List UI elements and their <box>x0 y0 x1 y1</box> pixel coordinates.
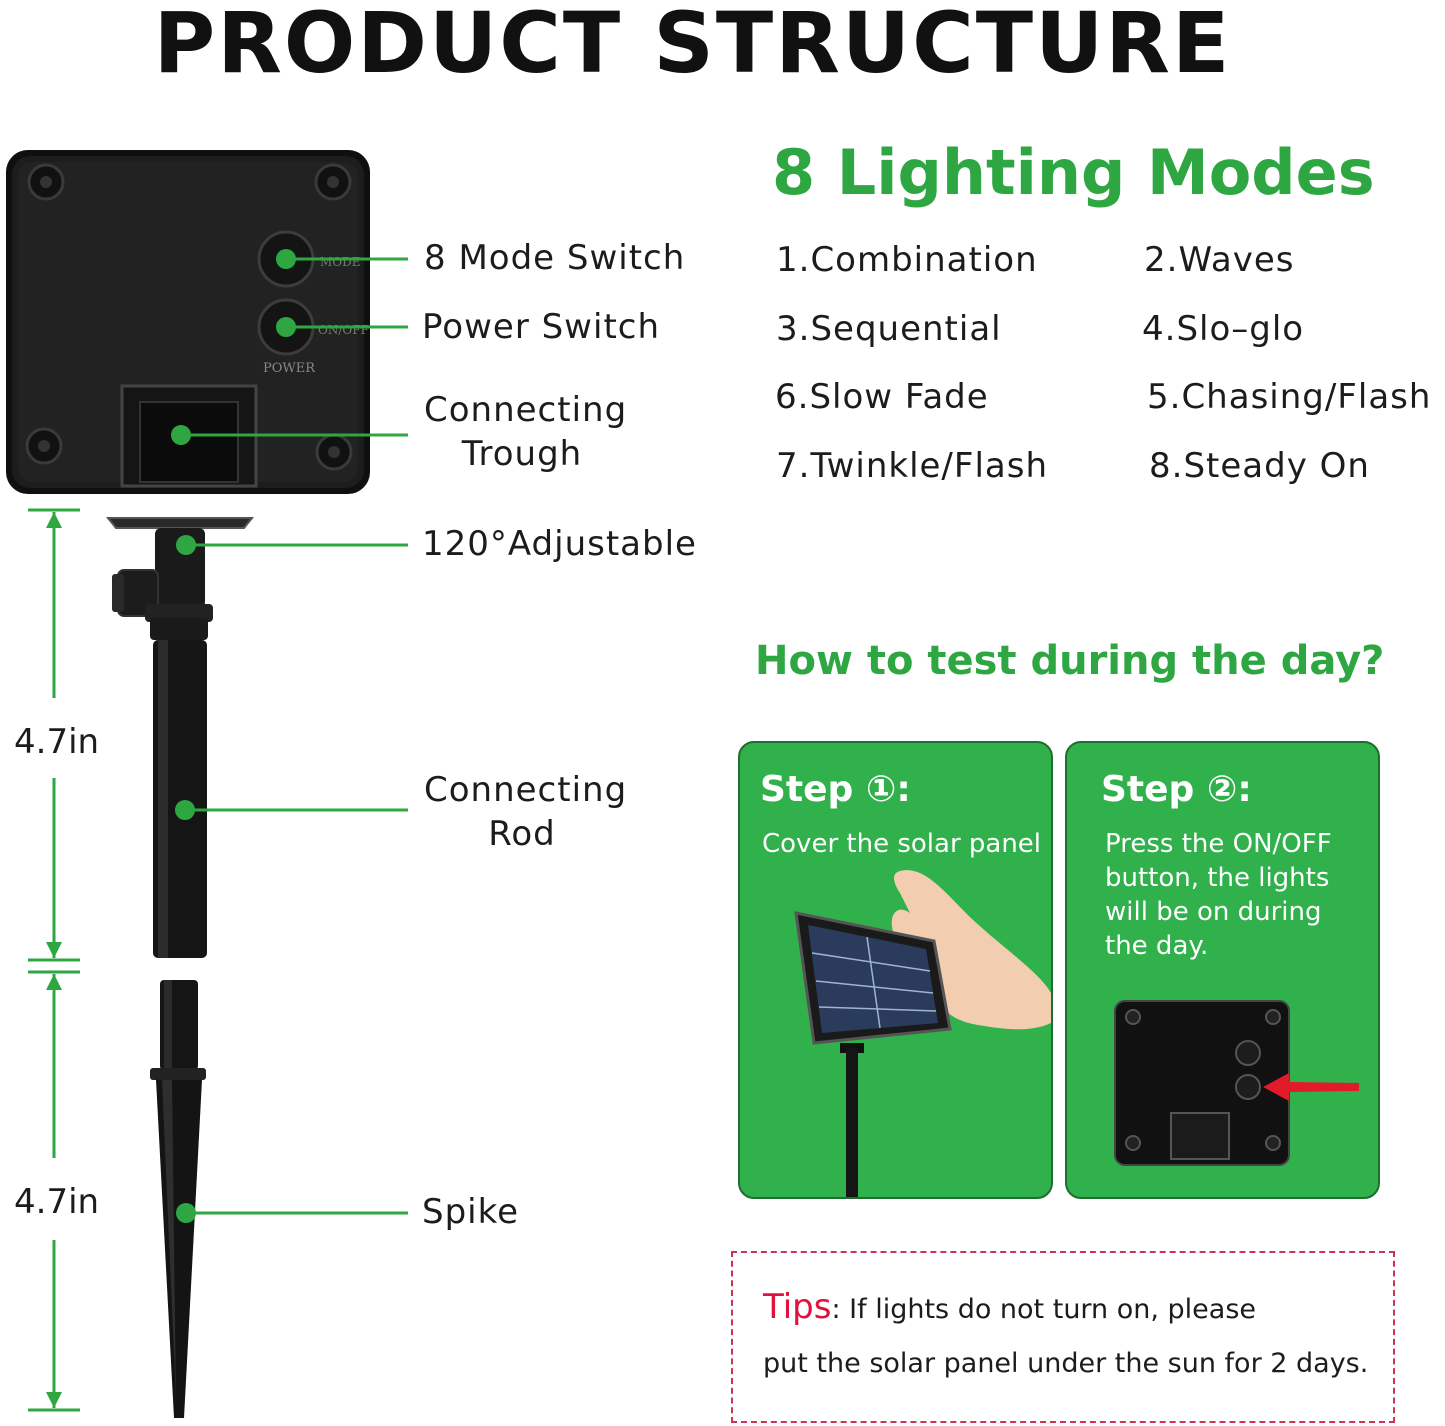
dimension-lower: 4.7in <box>14 1182 100 1222</box>
solar-panel-illustration <box>794 870 1051 1197</box>
screw-icon <box>27 163 65 201</box>
label-connecting-rod: Connecting Rod <box>424 768 628 856</box>
dimension-upper: 4.7in <box>14 722 100 762</box>
label-rod-line2: Rod <box>488 814 556 854</box>
mode-item: 6.Slow Fade <box>775 377 989 417</box>
tips-line-1: Tips: If lights do not turn on, please <box>763 1287 1256 1327</box>
leader-lines <box>181 257 408 1215</box>
mode-item: 5.Chasing/Flash <box>1147 377 1432 417</box>
dimension-arrows <box>46 512 62 1408</box>
tips-label: Tips <box>763 1287 832 1327</box>
controller-box: MODE ON/OFF POWER <box>6 150 370 494</box>
screw-icon <box>315 433 353 471</box>
arrow-pointer-icon <box>1263 1073 1359 1101</box>
label-rod-line1: Connecting <box>424 770 628 810</box>
screw-icon <box>25 427 63 465</box>
screw-icon <box>314 163 352 201</box>
mode-item: 3.Sequential <box>776 309 1002 349</box>
label-spike: Spike <box>422 1192 520 1232</box>
label-connecting-trough: Connecting Trough <box>424 388 628 476</box>
test-title: How to test during the day? <box>755 638 1385 684</box>
step-1-text: Cover the solar panel <box>762 829 1042 859</box>
step-1-card: Step ①: Cover the solar panel <box>738 741 1053 1199</box>
mode-item: 8.Steady On <box>1149 446 1370 486</box>
step-1-title: Step ①: <box>760 769 911 810</box>
label-mode-switch: 8 Mode Switch <box>424 238 686 278</box>
controller-illustration <box>1114 1000 1359 1166</box>
tips-text-2: put the solar panel under the sun for 2 … <box>763 1348 1369 1379</box>
step-2-title: Step ②: <box>1101 769 1252 810</box>
step-2-card: Step ②: Press the ON/OFF button, the lig… <box>1065 741 1380 1199</box>
label-trough-line2: Trough <box>461 434 583 474</box>
tips-box: Tips: If lights do not turn on, please p… <box>731 1251 1395 1423</box>
spike <box>150 980 206 1418</box>
tips-text-1: : If lights do not turn on, please <box>831 1294 1257 1325</box>
mode-item: 4.Slo–glo <box>1142 309 1305 349</box>
mode-engraving: MODE <box>320 255 361 269</box>
onoff-engraving: ON/OFF <box>318 323 369 337</box>
power-engraving: POWER <box>263 361 316 376</box>
label-power-switch: Power Switch <box>422 307 661 347</box>
leader-dots <box>171 249 296 1223</box>
page-title: PRODUCT STRUCTURE <box>153 0 1232 92</box>
connecting-rod <box>105 517 255 958</box>
dimension-lines <box>28 508 80 1412</box>
modes-title: 8 Lighting Modes <box>772 136 1375 209</box>
label-trough-line1: Connecting <box>424 390 628 430</box>
mode-item: 1.Combination <box>776 240 1038 280</box>
step-2-text: Press the ON/OFF button, the lights will… <box>1105 829 1332 961</box>
label-adjustable: 120°Adjustable <box>422 524 697 564</box>
mode-item: 2.Waves <box>1144 240 1295 280</box>
mode-item: 7.Twinkle/Flash <box>776 446 1048 486</box>
structure-diagram: MODE ON/OFF POWER <box>6 150 408 1418</box>
